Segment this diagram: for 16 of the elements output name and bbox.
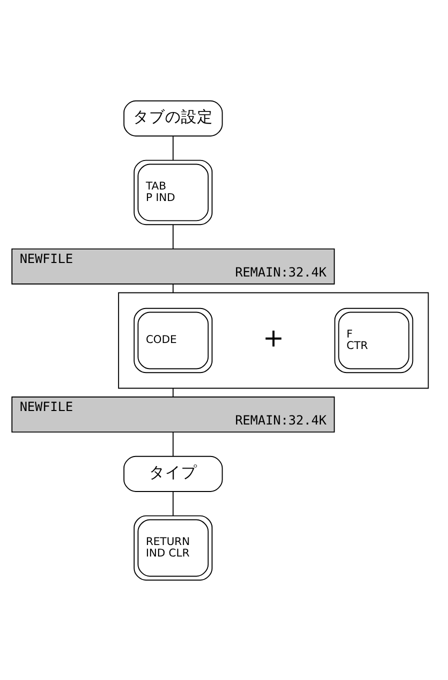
node-box: F CTR (334, 307, 414, 373)
node-box: RETURN IND CLR (134, 514, 213, 580)
label: + (262, 322, 284, 352)
connector (172, 431, 174, 456)
node-box: NEWFILE REMAIN:32.4K (11, 248, 335, 284)
connector (172, 135, 174, 160)
connector (172, 283, 174, 293)
node-box: CODE (134, 307, 213, 373)
connector (172, 387, 174, 397)
connector (172, 224, 174, 249)
connector (172, 490, 174, 516)
cluster (118, 292, 429, 388)
node-box: タイプ (123, 455, 223, 492)
node-box: NEWFILE REMAIN:32.4K (11, 396, 335, 432)
node-box: タブの設定 (123, 100, 223, 136)
node-box: TAB P IND (134, 159, 213, 225)
